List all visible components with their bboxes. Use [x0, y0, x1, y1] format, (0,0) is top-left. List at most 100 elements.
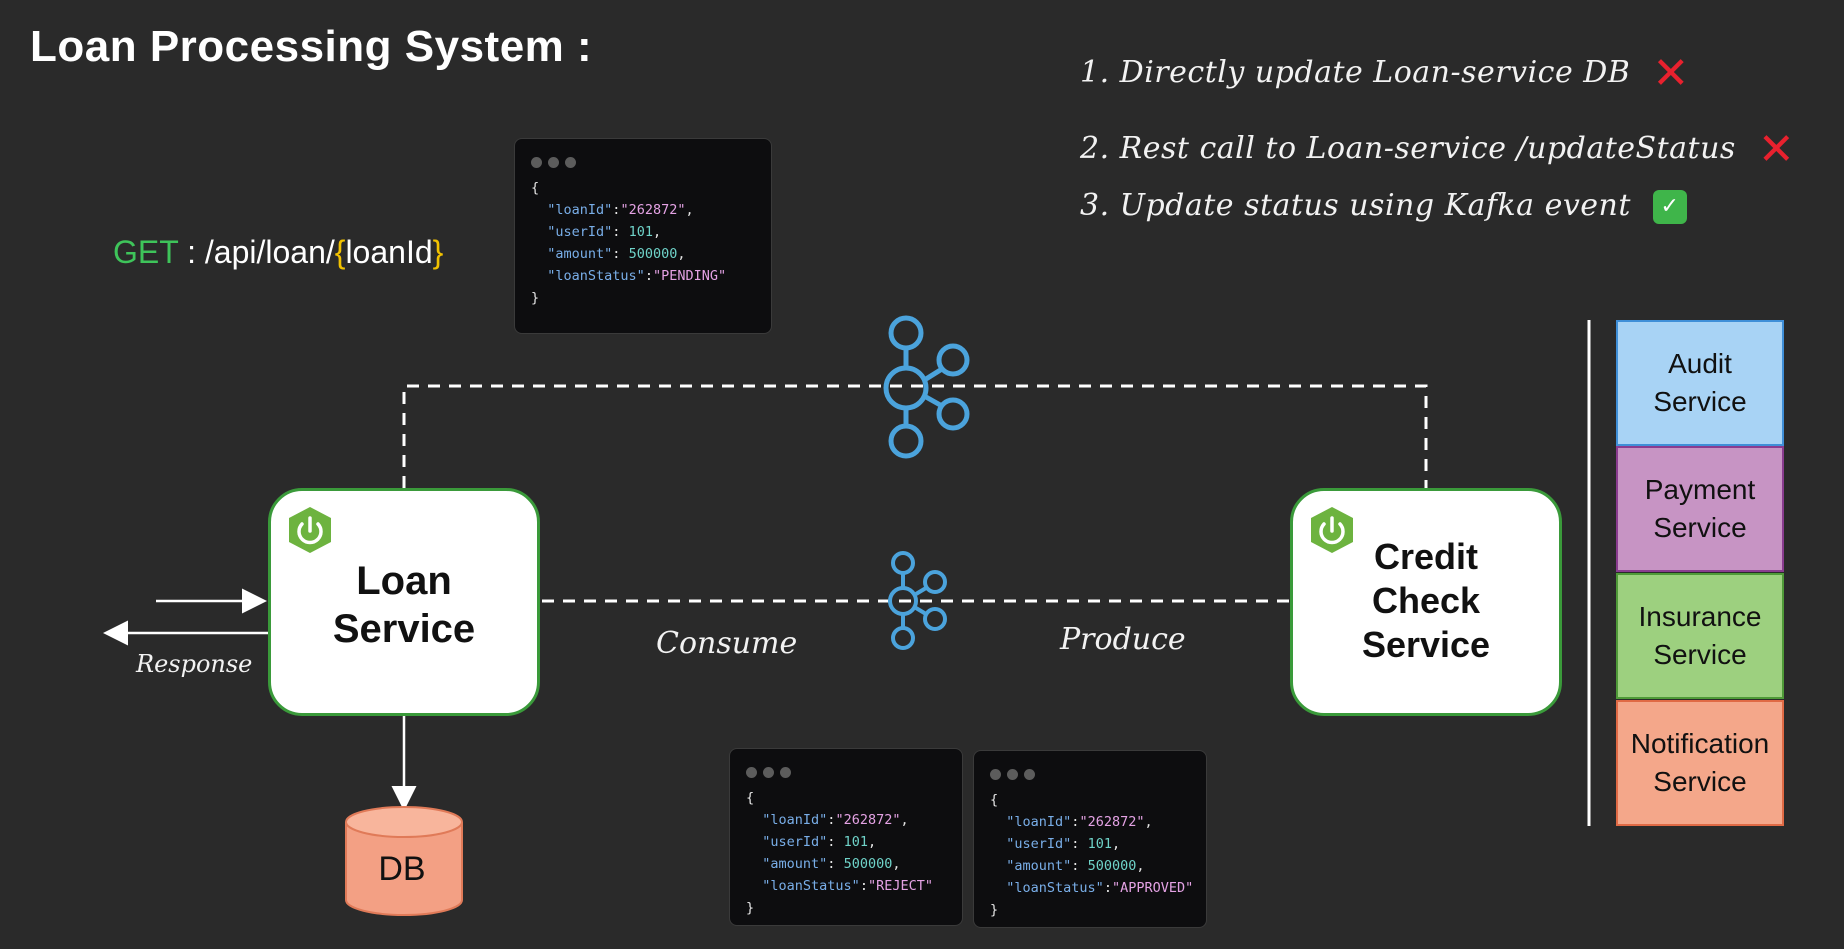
credit-check-service-node: Credit Check Service — [1290, 488, 1562, 716]
json-key: "loanStatus" — [1006, 880, 1104, 896]
json-line: "userId": 101, — [531, 224, 661, 240]
json-line: "loanStatus":"REJECT" — [746, 878, 933, 894]
json-key: "loanStatus" — [762, 878, 860, 894]
json-separator: : — [1071, 858, 1088, 874]
consume-label: Consume — [656, 626, 798, 661]
http-method: GET — [113, 234, 179, 270]
json-separator: : — [827, 834, 844, 850]
option-text: 3. Update status using Kafka event — [1080, 188, 1631, 223]
credit-service-label-line1: Credit — [1373, 536, 1478, 577]
kafka-icon-large — [883, 315, 970, 459]
json-comma: , — [1144, 814, 1153, 830]
json-key: "loanId" — [762, 812, 828, 828]
side-service-line2: Service — [1653, 766, 1747, 797]
json-line: "amount": 500000, — [746, 856, 900, 872]
check-icon: ✓ — [1652, 190, 1687, 224]
json-comma: , — [892, 856, 901, 872]
side-service-line1: Insurance — [1638, 601, 1762, 632]
endpoint-separator: : — [178, 234, 205, 270]
json-comma: , — [1111, 836, 1121, 852]
json-key: "userId" — [762, 834, 828, 850]
json-comma: , — [900, 812, 909, 828]
cross-icon: ✕ — [1757, 124, 1796, 175]
json-separator: : — [612, 246, 629, 262]
json-value: 101 — [628, 224, 653, 240]
db-label: DB — [378, 850, 426, 888]
response-label: Response — [136, 650, 253, 678]
json-separator: : — [827, 856, 844, 872]
json-key: "loanId" — [1006, 814, 1072, 830]
option-direct-db-update: 1. Directly update Loan-service DB ✕ — [1080, 48, 1690, 99]
produce-label: Produce — [1060, 622, 1186, 657]
json-value: 500000 — [843, 856, 893, 872]
window-dots — [746, 763, 797, 785]
json-line: "loanId":"262872", — [990, 814, 1153, 830]
json-code: { "loanId":"262872", "userId": 101, "amo… — [531, 177, 726, 309]
json-line: "amount": 500000, — [990, 858, 1144, 874]
json-value: 500000 — [628, 246, 678, 262]
json-code: { "loanId":"262872", "userId": 101, "amo… — [746, 787, 933, 919]
json-separator: : — [827, 812, 836, 828]
json-key: "loanId" — [547, 202, 613, 218]
json-line: "loanId":"262872", — [746, 812, 909, 828]
endpoint-param: loanId — [345, 234, 433, 270]
json-close-brace: } — [531, 290, 540, 306]
json-key: "userId" — [547, 224, 613, 240]
json-comma: , — [1136, 858, 1145, 874]
json-comma: , — [677, 246, 686, 262]
window-dots — [990, 765, 1041, 787]
json-separator: : — [1071, 814, 1080, 830]
json-line: "loanStatus":"PENDING" — [531, 268, 726, 284]
json-key: "amount" — [1006, 858, 1072, 874]
json-separator: : — [1071, 836, 1088, 852]
credit-service-label-line3: Service — [1361, 624, 1491, 665]
json-separator: : — [612, 202, 621, 218]
db-cylinder-icon — [345, 806, 463, 916]
option-text: 2. Rest call to Loan-service /updateStat… — [1080, 131, 1736, 166]
json-key: "amount" — [762, 856, 828, 872]
json-open-brace: { — [531, 180, 540, 196]
side-service-line1: Payment — [1644, 474, 1756, 505]
json-key: "amount" — [547, 246, 613, 262]
json-comma: , — [867, 834, 877, 850]
json-value: 500000 — [1087, 858, 1137, 874]
json-value: "262872" — [835, 812, 901, 828]
json-value: "APPROVED" — [1111, 880, 1194, 896]
code-window-reject: { "loanId":"262872", "userId": 101, "amo… — [729, 748, 963, 926]
dashed-route-top — [402, 384, 1428, 488]
json-value: 101 — [1087, 836, 1112, 852]
side-service-line2: Service — [1653, 512, 1747, 543]
json-close-brace: } — [990, 902, 999, 918]
json-key: "loanStatus" — [547, 268, 645, 284]
cross-icon: ✕ — [1652, 48, 1690, 99]
kafka-icon-small — [888, 551, 947, 650]
json-separator: : — [644, 268, 653, 284]
loan-service-label-line2: Service — [332, 607, 476, 651]
json-separator: : — [612, 224, 629, 240]
json-value: "REJECT" — [867, 878, 933, 894]
json-comma: , — [652, 224, 662, 240]
json-comma: , — [685, 202, 694, 218]
json-separator: : — [859, 878, 868, 894]
option-text: 1. Directly update Loan-service DB — [1080, 55, 1631, 90]
side-service-line1: Audit — [1668, 348, 1732, 379]
json-line: "amount": 500000, — [531, 246, 685, 262]
page-title: Loan Processing System : — [30, 22, 593, 71]
window-dots — [531, 153, 582, 175]
side-service-line2: Service — [1653, 386, 1747, 417]
json-value: "262872" — [1079, 814, 1145, 830]
json-value: "262872" — [620, 202, 686, 218]
credit-service-label-line2: Check — [1371, 580, 1481, 621]
json-open-brace: { — [746, 790, 755, 806]
code-window-approved: { "loanId":"262872", "userId": 101, "amo… — [973, 750, 1207, 928]
json-open-brace: { — [990, 792, 999, 808]
loan-service-label-line1: Loan — [356, 559, 452, 603]
option-kafka-event: 3. Update status using Kafka event ✓ — [1080, 188, 1687, 224]
json-line: "loanStatus":"APPROVED" — [990, 880, 1193, 896]
spring-power-icon — [289, 507, 331, 553]
